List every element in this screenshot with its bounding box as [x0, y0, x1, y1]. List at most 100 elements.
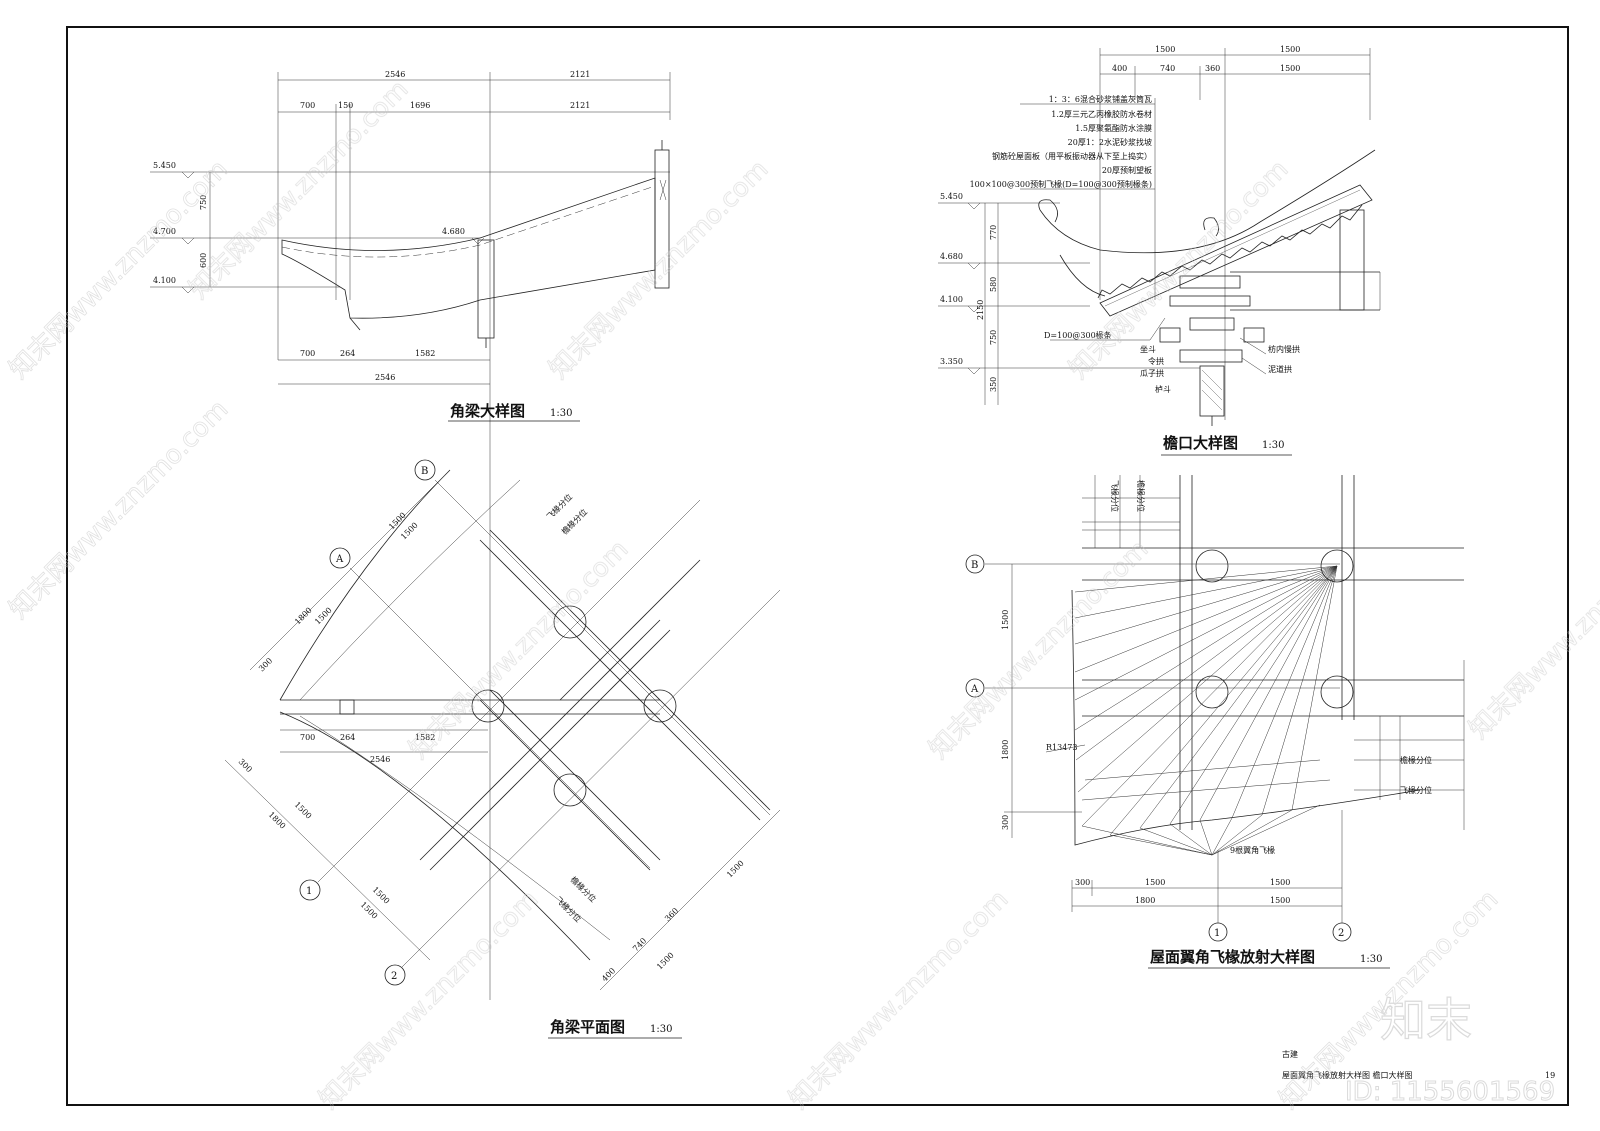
eave-height-1: 770 [989, 225, 998, 240]
radial-dim-b1-2: 1500 [1145, 878, 1165, 887]
watermark-4: 知末网www.znzmo.com [544, 154, 775, 385]
radial-label-fly-pos: 飞椽分位 [1400, 785, 1432, 795]
beam-dim-bottom-total: 2546 [375, 373, 395, 382]
plan-dim-up-4: 1500 [313, 606, 334, 627]
sheet-number: 19 [1545, 1071, 1555, 1080]
beam-dim-top-4: 2121 [570, 101, 590, 110]
beam-dim-top-2: 150 [338, 101, 353, 110]
radial-dim-left-1: 1500 [1001, 610, 1010, 630]
beam-plan-title: 角梁平面图 [550, 1018, 625, 1036]
plan-dim-end-2: 740 [631, 936, 648, 953]
plan-dim-low-5: 1500 [359, 900, 380, 921]
plan-axis-2: 2 [391, 971, 397, 982]
plan-axis-a: A [335, 554, 344, 565]
sheet-border [66, 26, 1569, 1106]
radial-label-eave-pos: 檐椽分位 [1400, 755, 1432, 765]
plan-dim-low-4: 1500 [371, 885, 392, 906]
radial-dim-b2-2: 1500 [1270, 896, 1290, 905]
eave-label-rafter: D=100@300椽条 [1044, 330, 1112, 340]
radial-label-top-fly: 飞椽分位 [1110, 480, 1120, 512]
radial-dim-b1-1: 300 [1075, 878, 1090, 887]
plan-label-eave-bottom: 檐椽分位 [569, 874, 599, 904]
plan-dim-low-3: 1500 [293, 800, 314, 821]
eave-layer-1: 1：3：6混合砂浆铺盖灰筒瓦 [1049, 94, 1152, 104]
eave-height-3: 750 [989, 330, 998, 345]
eave-dim-top2-2: 740 [1160, 64, 1175, 73]
plan-label-fly-top: 飞椽分位 [544, 492, 574, 522]
watermark-id: ID: 1155601569 [1345, 1077, 1555, 1107]
eave-label-mud: 泥道拱 [1268, 364, 1292, 374]
beam-plan-scale: 1:30 [650, 1024, 672, 1035]
eave-dim-top2-1: 400 [1112, 64, 1127, 73]
eave-dim-top-1: 1500 [1155, 45, 1175, 54]
eave-level-1: 5.450 [940, 192, 963, 201]
radial-label-corner: 9根翼角飞椽 [1230, 845, 1275, 855]
eave-height-2: 580 [989, 277, 998, 292]
radial-dim-left-2: 1800 [1001, 740, 1010, 760]
eave-label-inner: 枋内慢拱 [1268, 344, 1300, 354]
beam-level-3: 4.100 [153, 276, 176, 285]
eave-detail-scale: 1:30 [1262, 440, 1284, 451]
plan-dim-up-2: 1500 [399, 521, 420, 542]
eave-layer-4: 20厚1：2水泥砂浆找坡 [1068, 137, 1152, 147]
radial-axis-b: B [971, 560, 978, 571]
radial-detail-scale: 1:30 [1360, 954, 1382, 965]
plan-dim-low-2: 1800 [267, 810, 288, 831]
eave-layer-7: 100×100@300预制飞椽(D=100@300预制椽条) [970, 179, 1152, 189]
watermark-6: 知末网www.znzmo.com [314, 884, 545, 1115]
radial-axis-1: 1 [1214, 928, 1220, 939]
radial-detail: B A 1 2 1500 1800 300 R13473 300 1500 15… [965, 475, 1465, 969]
radial-detail-title: 屋面翼角飞椽放射大样图 [1150, 948, 1315, 966]
sheet-project: 古建 [1282, 1049, 1298, 1059]
radial-axis-a: A [970, 684, 979, 695]
radial-radius: R13473 [1046, 743, 1077, 752]
beam-dim-bottom-2: 264 [340, 349, 355, 358]
eave-total-height: 2150 [976, 300, 985, 320]
eave-label-bottom: 栌斗 [1155, 384, 1171, 394]
eave-detail-title: 檐口大样图 [1163, 434, 1238, 452]
radial-dim-b1-3: 1500 [1270, 878, 1290, 887]
plan-dim-up-5: 300 [257, 656, 274, 673]
beam-level-2: 4.700 [153, 227, 176, 236]
radial-axis-2: 2 [1338, 928, 1344, 939]
beam-plan: B A 1 2 1500 1500 1800 [224, 459, 781, 1039]
watermark-5: 知末网www.znzmo.com [404, 534, 635, 765]
watermark-7: 知末网www.znzmo.com [784, 884, 1015, 1115]
eave-label-col-head: 坐斗 [1140, 345, 1156, 354]
plan-dim-end-3: 360 [663, 906, 680, 923]
beam-height-1: 750 [199, 195, 208, 210]
beam-level-1: 5.450 [153, 161, 176, 170]
watermark-9: 知末网www.znzmo.com [924, 534, 1155, 765]
beam-detail-title: 角梁大样图 [450, 402, 525, 420]
eave-level-2: 4.680 [940, 252, 963, 261]
plan-dim-mid-3: 1582 [415, 733, 435, 742]
plan-dim-mid-2: 264 [340, 733, 355, 742]
plan-axis-1: 1 [306, 886, 312, 897]
plan-dim-mid-1: 700 [300, 733, 315, 742]
eave-dim-top-2: 1500 [1280, 45, 1300, 54]
beam-dim-top-3: 1696 [410, 101, 430, 110]
eave-level-4: 3.350 [940, 357, 963, 366]
eave-dim-top2-3: 360 [1205, 64, 1220, 73]
radial-rafters [1074, 565, 1338, 856]
eave-layer-2: 1.2厚三元乙丙橡胶防水卷材 [1051, 109, 1152, 119]
eave-dim-top2-4: 1500 [1280, 64, 1300, 73]
plan-axis-b: B [421, 466, 428, 477]
eave-level-3: 4.100 [940, 295, 963, 304]
beam-height-2: 600 [199, 253, 208, 268]
plan-dim-end-4: 1500 [655, 951, 676, 972]
beam-dim-top-1: 700 [300, 101, 315, 110]
beam-detail: 2546 2121 700 150 1696 2121 5.450 4.700 … [150, 70, 671, 1000]
plan-dim-up-3: 1800 [293, 606, 314, 627]
plan-label-eave-top: 檐椽分位 [559, 507, 589, 537]
plan-dim-low-1: 300 [237, 757, 254, 774]
beam-detail-scale: 1:30 [550, 408, 572, 419]
watermark-11: 知末网www.znzmo.com [1464, 514, 1600, 745]
eave-layer-3: 1.5厚聚氨酯防水涂膜 [1075, 123, 1152, 133]
eave-label-bracket2: 瓜子拱 [1140, 368, 1164, 378]
beam-dim-top-total-1: 2546 [385, 70, 405, 79]
watermark-logo: 知末 [1380, 993, 1472, 1047]
beam-dim-bottom-1: 700 [300, 349, 315, 358]
plan-dim-end-1: 400 [600, 966, 617, 983]
